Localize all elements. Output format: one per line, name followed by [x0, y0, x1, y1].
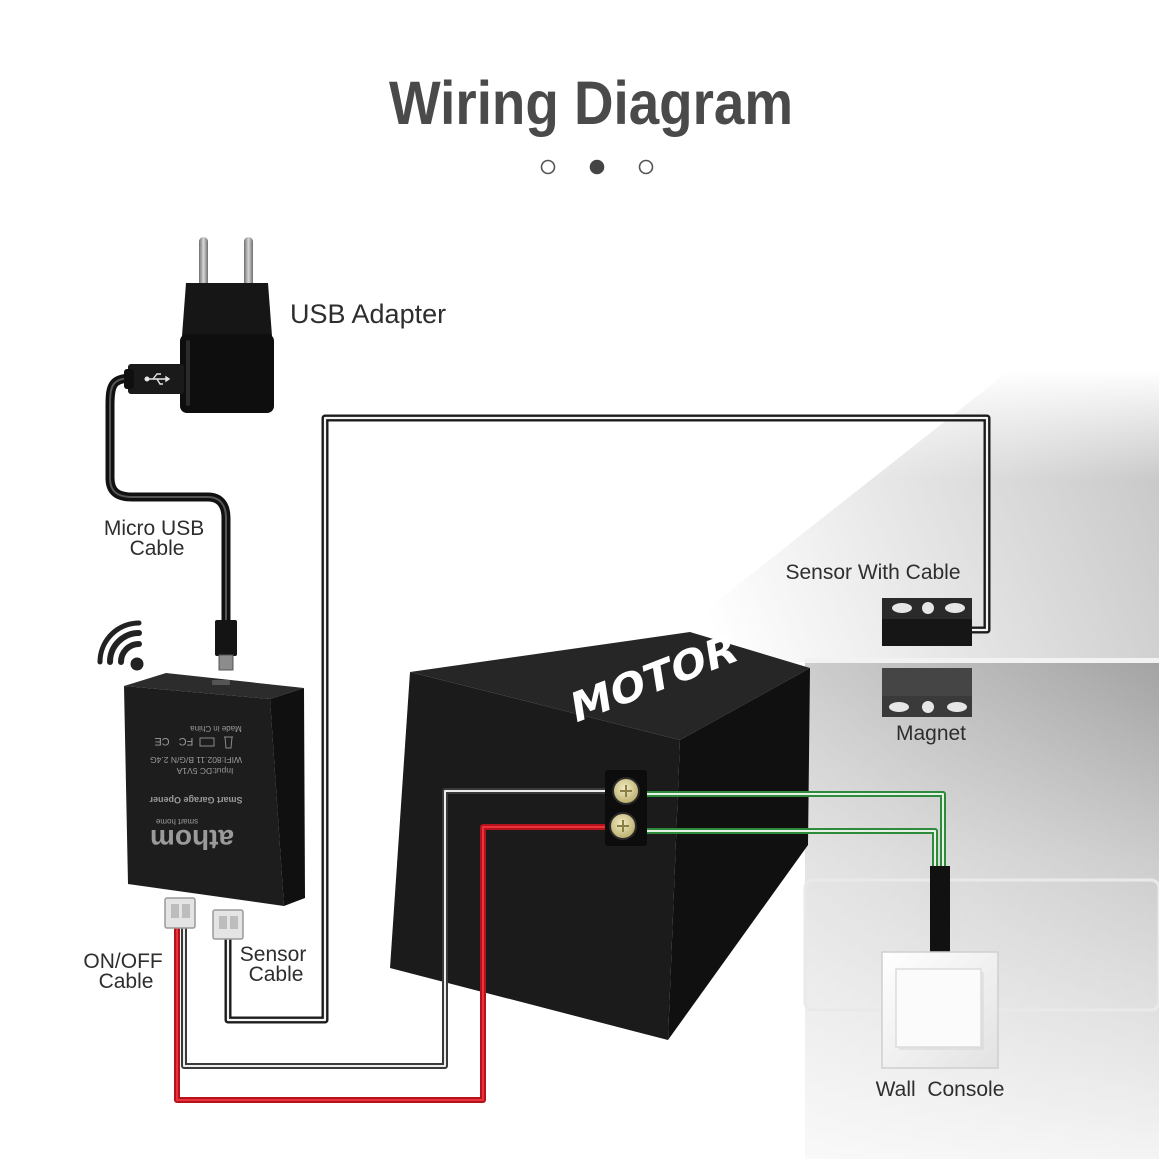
motor-top-face [410, 632, 810, 740]
power-plug-prong [199, 237, 208, 289]
device-print-product: Smart Garage Opener [149, 795, 243, 805]
micro-usb-cable-label-line2: Cable [130, 537, 185, 560]
device-print-fc-mark: FC [179, 735, 194, 747]
wall-console-cable [930, 866, 950, 954]
micro-usb-plug [215, 620, 237, 671]
terminal-screw [612, 777, 640, 805]
sensor-cable-label-line1: Sensor [240, 943, 307, 966]
usb-adapter-highlight [186, 340, 190, 406]
micro-usb-cable-label: Micro USB Cable [104, 517, 210, 560]
device-print-brand: athom [150, 824, 234, 855]
sensor-cable-connector [212, 909, 244, 940]
sensor-cable-wire [224, 414, 991, 1024]
sensor-cable-label-line2: Cable [249, 963, 304, 986]
on-off-cable-label: ON/OFF Cable [83, 950, 168, 993]
trash-bin-icon [224, 736, 233, 749]
on-off-black-wire [181, 788, 617, 1069]
usb-adapter-label: USB Adapter [290, 299, 446, 329]
motor-right-face [668, 668, 810, 1040]
pager-dot[interactable] [540, 159, 556, 175]
device-print-rohs-box [199, 737, 215, 747]
device-print-wifi: WIFI:802.11 B/G/N 2.4G [150, 755, 242, 765]
device-top-face [124, 673, 304, 699]
device-usb-port [212, 680, 230, 685]
on-off-cable-label-line1: ON/OFF [83, 950, 162, 973]
motor: MOTOR [390, 623, 810, 1040]
background-garage-door-fade [805, 662, 1159, 1159]
background-top-fade [600, 370, 1159, 480]
magnet-screw-slot [889, 702, 909, 712]
wall-console-green-wires [640, 791, 946, 868]
magnet-screw-slot [947, 702, 967, 712]
wall-console [881, 951, 999, 1069]
sensor-screw-slot [892, 603, 912, 613]
magnet-label: Magnet [896, 722, 966, 745]
pager-dot[interactable] [589, 159, 605, 175]
device-front-face [124, 686, 284, 906]
micro-usb-cable [105, 373, 231, 624]
device-print-made-in: Made in China [190, 724, 242, 733]
device-side-face [270, 688, 305, 906]
magnet-center-hole [922, 701, 934, 713]
device-print-tagline: smart home [155, 817, 198, 826]
terminal-screw [609, 812, 637, 840]
background [600, 370, 1159, 1159]
power-plug-prong [244, 237, 253, 289]
wall-console-switch [895, 968, 982, 1048]
usb-adapter [124, 237, 274, 413]
on-off-cable-label-line2: Cable [99, 970, 154, 993]
sensor-screw-slot [945, 603, 965, 613]
sensor-cable-label: Sensor Cable [240, 943, 312, 986]
smart-garage-opener: Made in China CE FC WIFI:802.11 B/G/N 2.… [124, 673, 305, 906]
device-print-ce-mark: CE [154, 735, 169, 747]
sensor-center-hole [922, 602, 934, 614]
magnet [882, 668, 972, 717]
page-title: Wiring Diagram [389, 69, 793, 137]
on-off-red-wire [174, 824, 612, 1103]
wifi-icon [97, 620, 144, 671]
on-off-cable-connector [164, 897, 196, 929]
usb-adapter-body [180, 334, 274, 413]
pager-dot[interactable] [638, 159, 654, 175]
sensor-with-cable-label: Sensor With Cable [785, 561, 960, 584]
background-door-edge [805, 658, 1159, 663]
device-print-input: Input:DC 5V1A [176, 766, 233, 776]
pager [540, 159, 654, 175]
door-sensor [882, 598, 972, 646]
wall-console-label: Wall Console [876, 1078, 1005, 1101]
usb-icon [144, 373, 171, 385]
usb-adapter-cap [182, 283, 272, 336]
micro-usb-cable-label-line1: Micro USB [104, 517, 204, 540]
motor-terminal-block [605, 770, 647, 846]
usb-plug-strain-relief [124, 369, 134, 389]
motor-front-face [390, 672, 680, 1040]
